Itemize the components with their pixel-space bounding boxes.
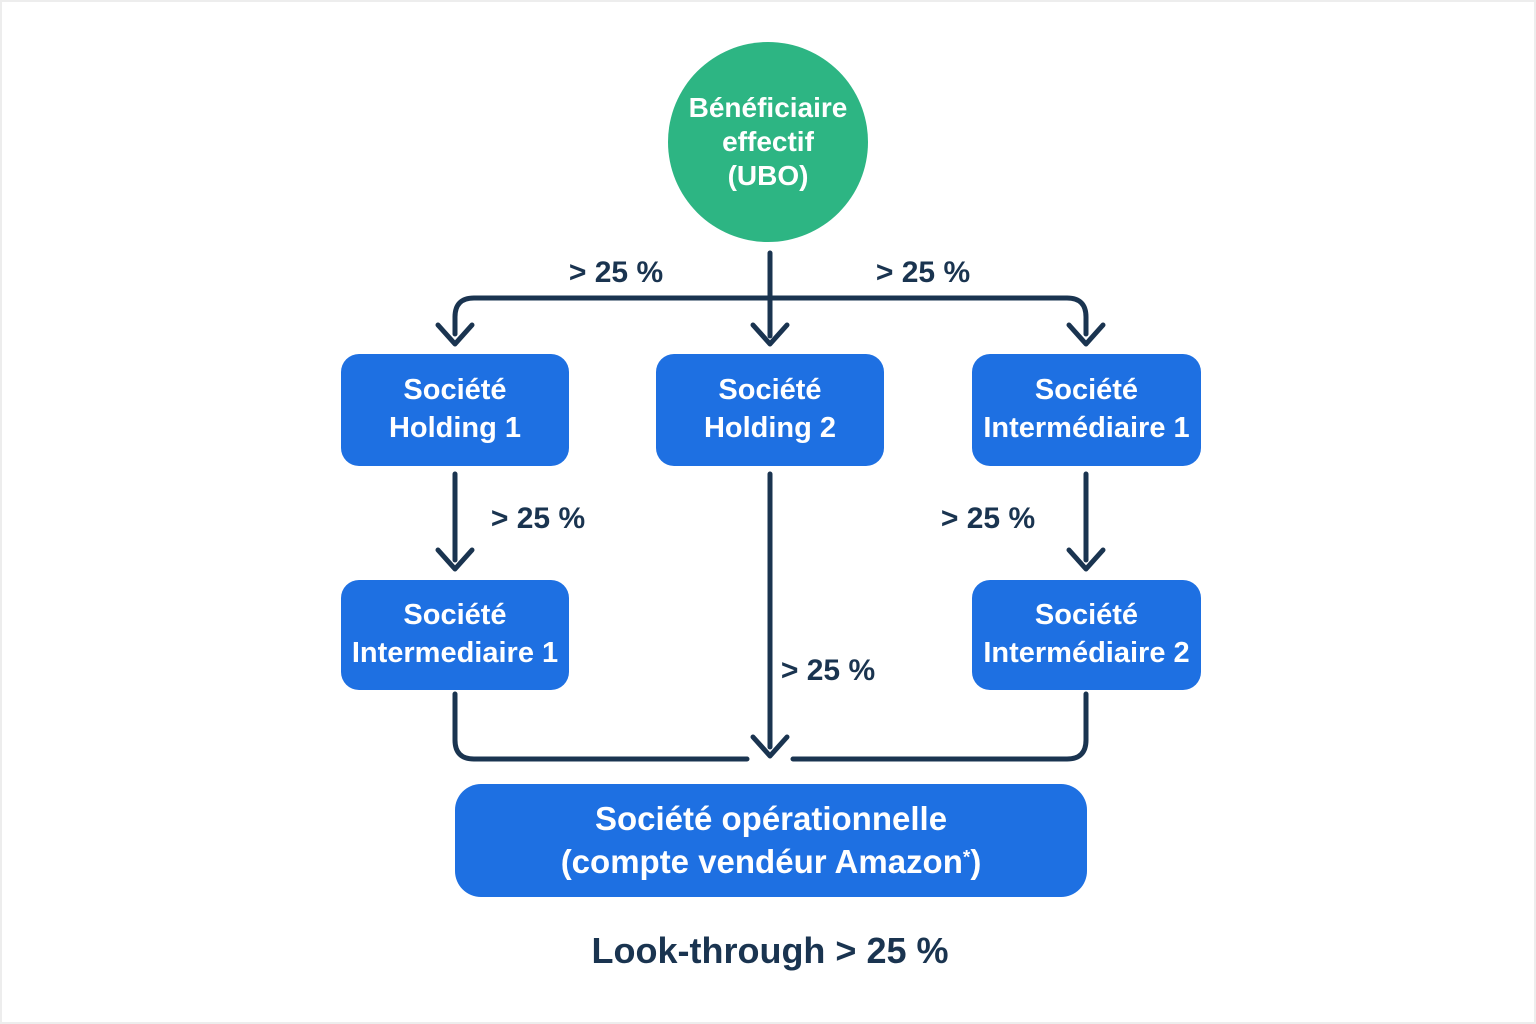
edge-label-top-right: > 25 % [875, 256, 971, 289]
node-label-line: Société [403, 374, 507, 407]
arrowhead-mid-right [1066, 547, 1106, 572]
edge-label-mid-right: > 25 % [940, 502, 1036, 535]
node-societe-operationnelle: Société opérationnelle (compte vendéur A… [455, 784, 1087, 897]
arrowhead-center [750, 734, 790, 759]
node-label-line: Société [403, 599, 507, 632]
connector-inter2-operational [790, 691, 1089, 762]
node-ubo-line1: Bénéficiaire [688, 91, 848, 123]
footnote-asterisk: * [962, 846, 971, 868]
node-ubo: Bénéficiaire effectif (UBO) [668, 42, 868, 242]
node-label-line: Intermediaire 1 [351, 637, 559, 669]
arrowhead-top-left [435, 322, 475, 347]
node-societe-holding-1: Société Holding 1 [341, 354, 569, 466]
node-label-line: Société opérationnelle [594, 800, 948, 838]
node-label-line: Société [718, 374, 822, 407]
node-label-line: Intermédiaire 1 [983, 412, 1190, 444]
arrowhead-mid-left [435, 547, 475, 572]
node-label-line: Société [1034, 599, 1139, 632]
arrowhead-top-right [1066, 322, 1106, 347]
operational-line2-post: ) [970, 842, 982, 880]
node-label-line: Holding 2 [703, 412, 837, 444]
look-through-caption: Look-through > 25 % [591, 930, 949, 971]
node-ubo-line3: (UBO) [727, 160, 809, 192]
node-label-line: (compte vendéur Amazon*) [561, 841, 982, 883]
node-label-line: Société [1034, 374, 1139, 407]
edge-label-top-left: > 25 % [568, 256, 664, 289]
node-label-line: Intermédiaire 2 [983, 637, 1190, 669]
node-societe-intermediaire-2: Société Intermédiaire 2 [972, 580, 1201, 690]
node-societe-intermediaire-1-top: Société Intermédiaire 1 [972, 354, 1201, 466]
operational-line2-pre: (compte vendéur Amazon [560, 842, 963, 880]
edge-label-center: > 25 % [780, 654, 876, 687]
edge-label-mid-left: > 25 % [490, 502, 586, 535]
connector-inter1mid-operational [452, 691, 750, 762]
node-societe-intermediaire-1-mid: Société Intermediaire 1 [341, 580, 569, 690]
node-societe-holding-2: Société Holding 2 [656, 354, 884, 466]
node-label-line: Holding 1 [388, 412, 522, 444]
node-ubo-line2: effectif [722, 125, 814, 157]
arrowhead-top-center [750, 322, 790, 347]
